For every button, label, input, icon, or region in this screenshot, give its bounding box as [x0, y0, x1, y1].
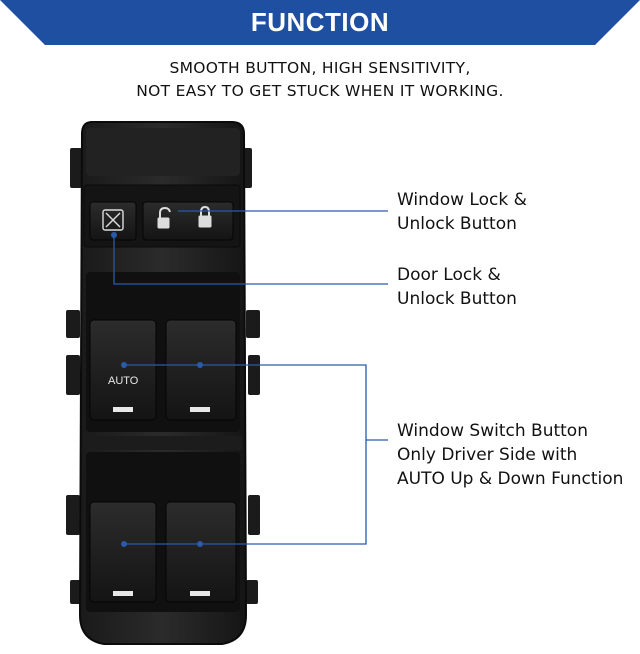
- unlock-icon: [157, 206, 171, 229]
- window-lock-icon: [102, 209, 124, 231]
- auto-label: AUTO: [108, 375, 139, 387]
- passenger-window-switch: [165, 319, 237, 421]
- subtitle-line-2: NOT EASY TO GET STUCK WHEN IT WORKING.: [136, 82, 504, 100]
- function-banner: FUNCTION: [0, 0, 640, 45]
- banner-title: FUNCTION: [250, 7, 390, 37]
- callout-window-switch-line3: AUTO Up & Down Function: [397, 469, 624, 489]
- rear-left-window-switch: [89, 501, 157, 603]
- callout-door-lock-line2: Unlock Button: [397, 289, 517, 309]
- callout-window-lock: Window Lock & Unlock Button: [397, 188, 527, 236]
- leader-lines: [113, 210, 388, 545]
- panel-top-cap: [86, 128, 240, 176]
- driver-window-switch: [89, 319, 157, 421]
- callout-door-lock-line1: Door Lock &: [397, 265, 501, 285]
- leader-door-lock: [113, 235, 388, 285]
- callout-window-switch: Window Switch Button Only Driver Side wi…: [397, 419, 623, 491]
- lock-icon: [198, 205, 212, 228]
- callout-window-switch-line2: Only Driver Side with: [397, 445, 578, 465]
- rear-right-switch-indicator: [190, 591, 210, 596]
- callout-window-lock-line2: Unlock Button: [397, 214, 517, 234]
- banner-shape: [0, 0, 640, 45]
- passenger-switch-indicator: [190, 407, 210, 412]
- driver-switch-indicator: [113, 407, 133, 412]
- panel-divider: [84, 436, 242, 450]
- leader-dots: [111, 232, 203, 547]
- door-lock-rocker: [142, 201, 234, 241]
- window-lock-button: [89, 201, 137, 241]
- leader-window-switch: [124, 364, 367, 545]
- rear-right-window-switch: [165, 501, 237, 603]
- rear-left-switch-indicator: [113, 591, 133, 596]
- callout-window-switch-line1: Window Switch Button: [397, 421, 588, 441]
- callout-window-lock-line1: Window Lock &: [397, 190, 527, 210]
- callout-door-lock: Door Lock & Unlock Button: [397, 263, 517, 311]
- subtitle-line-1: SMOOTH BUTTON, HIGH SENSITIVITY,: [169, 59, 471, 77]
